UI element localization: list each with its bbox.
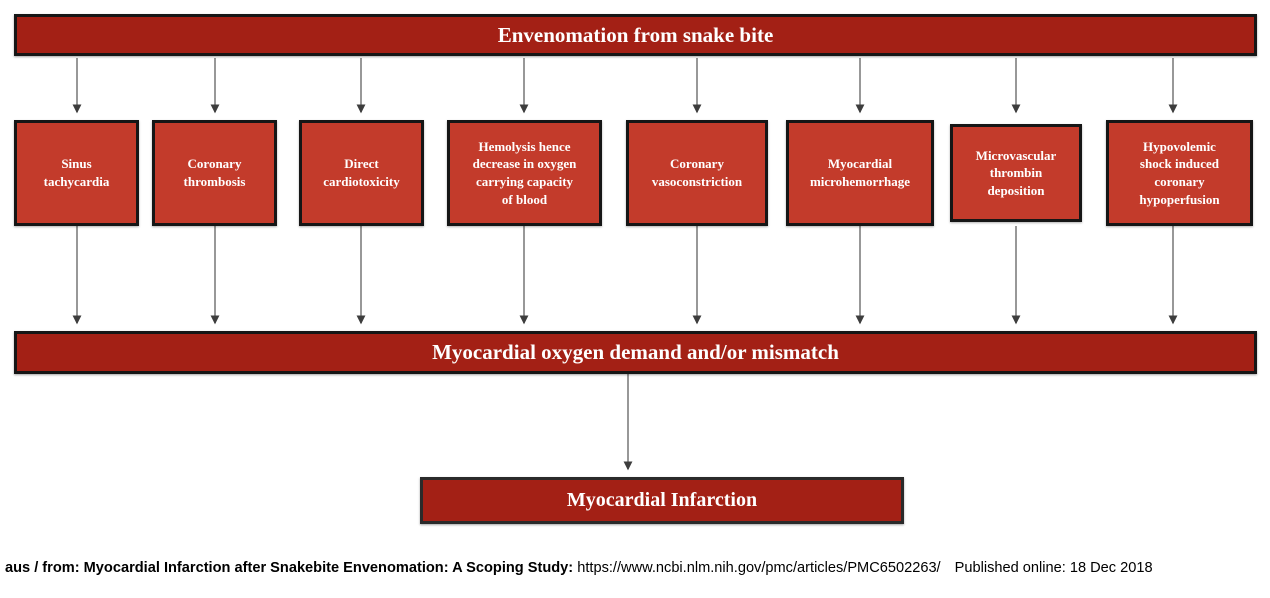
citation-title: aus / from: Myocardial Infarction after … bbox=[5, 560, 574, 576]
cause-box-label: Direct cardiotoxicity bbox=[323, 156, 400, 189]
cause-box-label: Coronary vasoconstriction bbox=[651, 156, 743, 189]
middle-banner-oxygen-demand: Myocardial oxygen demand and/or mismatch bbox=[14, 331, 1257, 374]
bottom-box-label: Myocardial Infarction bbox=[566, 489, 758, 511]
published-date: Published online: 18 Dec 2018 bbox=[954, 560, 1153, 576]
cause-box-coronary-thrombosis: Coronary thrombosis bbox=[152, 120, 277, 226]
cause-box-label: Sinus tachycardia bbox=[43, 156, 110, 189]
cause-box-label: Coronary thrombosis bbox=[183, 156, 246, 189]
citation-footer: aus / from: Myocardial Infarction after … bbox=[5, 560, 1265, 576]
bottom-box-myocardial-infarction: Myocardial Infarction bbox=[420, 477, 904, 524]
cause-box-label: Microvascular thrombin deposition bbox=[975, 147, 1057, 198]
cause-box-myocardial-microhemorrhage: Myocardial microhemorrhage bbox=[786, 120, 934, 226]
cause-box-label: Hypovolemic shock induced coronary hypop… bbox=[1139, 138, 1220, 207]
cause-box-sinus-tachycardia: Sinus tachycardia bbox=[14, 120, 139, 226]
cause-box-microvascular-thrombin: Microvascular thrombin deposition bbox=[950, 124, 1082, 222]
top-banner-label: Envenomation from snake bite bbox=[497, 22, 774, 47]
cause-box-hypovolemic-shock: Hypovolemic shock induced coronary hypop… bbox=[1106, 120, 1253, 226]
cause-box-direct-cardiotoxicity: Direct cardiotoxicity bbox=[299, 120, 424, 226]
cause-box-coronary-vasoconstriction: Coronary vasoconstriction bbox=[626, 120, 768, 226]
cause-box-label: Myocardial microhemorrhage bbox=[809, 156, 911, 189]
citation-url: https://www.ncbi.nlm.nih.gov/pmc/article… bbox=[577, 560, 941, 576]
middle-banner-label: Myocardial oxygen demand and/or mismatch bbox=[432, 340, 839, 364]
cause-box-hemolysis: Hemolysis hence decrease in oxygen carry… bbox=[447, 120, 602, 226]
top-banner-envenomation: Envenomation from snake bite bbox=[14, 14, 1257, 56]
cause-box-label: Hemolysis hence decrease in oxygen carry… bbox=[472, 138, 577, 207]
